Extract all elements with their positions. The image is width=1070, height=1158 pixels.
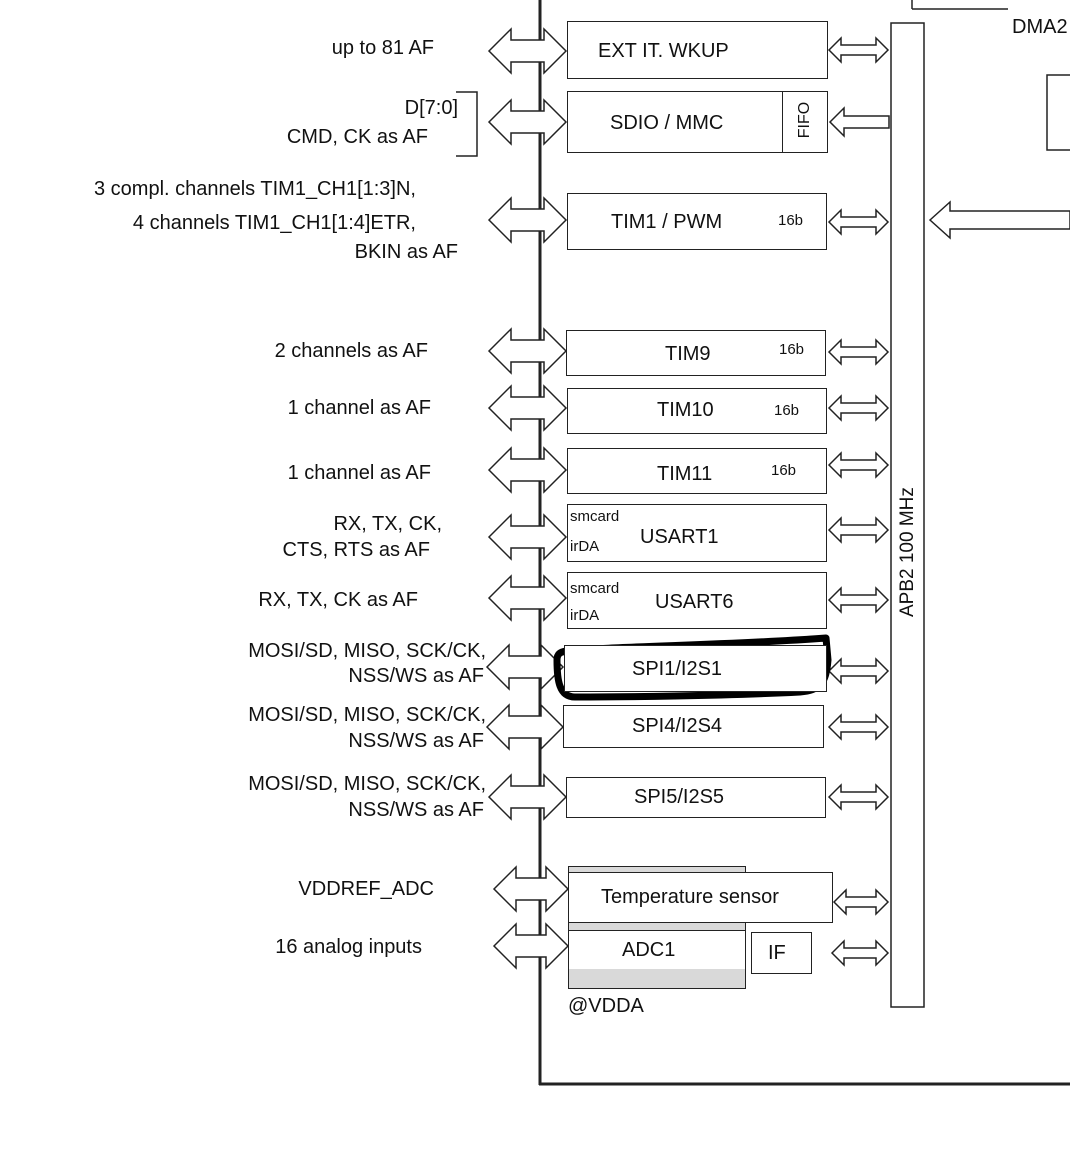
usart6-block: smcard irDA USART6 xyxy=(567,572,827,629)
pin-label-tim9: 2 channels as AF xyxy=(274,340,428,362)
spi4-i2s4-label: SPI4/I2S4 xyxy=(632,715,723,737)
spi4-pin-arrow xyxy=(485,703,565,751)
tim9-pin-arrow xyxy=(487,327,568,375)
spi1-bus-arrow xyxy=(827,657,890,685)
tim1-width-label: 16b xyxy=(778,212,804,229)
ext-it-wkup-block: EXT IT. WKUP xyxy=(567,21,828,79)
tim10-block: TIM10 16b xyxy=(567,388,827,434)
tim11-width-label: 16b xyxy=(771,462,797,479)
vdda-supply-label: @VDDA xyxy=(568,995,644,1017)
pin-label-usart1-line2: CTS, RTS as AF xyxy=(282,539,430,561)
pin-label-usart1-line1: RX, TX, CK, xyxy=(333,513,442,535)
spi1-pin-arrow xyxy=(485,643,565,691)
tim9-label: TIM9 xyxy=(665,343,711,365)
tim10-label: TIM10 xyxy=(657,399,714,421)
usart6-bus-arrow xyxy=(827,586,890,614)
pin-label-spi1-line1: MOSI/SD, MISO, SCK/CK, xyxy=(248,640,486,662)
pin-label-spi4-line1: MOSI/SD, MISO, SCK/CK, xyxy=(248,704,486,726)
sdio-mmc-block: SDIO / MMC FIFO xyxy=(567,90,828,153)
pin-label-tim11: 1 channel as AF xyxy=(287,462,431,484)
adc-shade-top xyxy=(568,923,746,931)
spi1-highlight-annotation xyxy=(553,634,832,701)
adc-shade-bottom xyxy=(568,969,746,989)
pin-label-ext-it: up to 81 AF xyxy=(331,37,434,59)
adc-interface-block: IF xyxy=(751,932,812,974)
spi4-bus-arrow xyxy=(827,713,890,741)
spi1-i2s1-block: SPI1/I2S1 xyxy=(564,645,827,692)
ext-it-wkup-label: EXT IT. WKUP xyxy=(598,40,729,62)
spi5-i2s5-label: SPI5/I2S5 xyxy=(634,786,725,808)
vddref-pin-arrow xyxy=(492,865,570,913)
sdio-fifo-bus-arrow xyxy=(828,106,890,138)
pin-label-vddref-adc: VDDREF_ADC xyxy=(298,878,434,900)
tim9-width-label: 16b xyxy=(779,341,805,358)
apb2-bus-bar xyxy=(890,22,925,1008)
tim1-pwm-label: TIM1 / PWM xyxy=(611,211,723,233)
temperature-sensor-block: Temperature sensor xyxy=(568,872,833,923)
spi1-i2s1-label: SPI1/I2S1 xyxy=(632,658,723,680)
tim1-pwm-block: TIM1 / PWM 16b xyxy=(567,193,827,250)
pin-label-usart6: RX, TX, CK as AF xyxy=(258,589,418,611)
usart6-pin-arrow xyxy=(487,574,568,622)
pin-label-sdio-data: D[7:0] xyxy=(404,97,458,119)
usart1-pin-arrow xyxy=(487,513,568,561)
fifo-label: FIFO xyxy=(796,101,813,138)
analog-inputs-pin-arrow xyxy=(492,922,570,970)
tim11-block: TIM11 16b xyxy=(567,448,827,494)
sdio-pin-bracket xyxy=(456,91,478,157)
pin-label-spi1-line2: NSS/WS as AF xyxy=(348,665,484,687)
temp-sensor-bus-arrow xyxy=(832,888,890,916)
pin-label-tim1-bkin: BKIN as AF xyxy=(354,241,458,263)
usart1-bus-arrow xyxy=(827,516,890,544)
usart1-smcard-label: smcard xyxy=(570,508,620,525)
usart6-label: USART6 xyxy=(655,591,734,613)
fifo-block: FIFO xyxy=(782,90,828,153)
pin-label-analog-inputs: 16 analog inputs xyxy=(275,936,422,958)
usart1-irda-label: irDA xyxy=(570,538,600,555)
usart1-label: USART1 xyxy=(640,526,719,548)
dma2-label: DMA2 xyxy=(1012,16,1068,38)
tim9-bus-arrow xyxy=(827,338,890,366)
spi5-pin-arrow xyxy=(487,773,568,821)
apb2-bus-label: APB2 100 MHz xyxy=(897,487,918,617)
pin-label-sdio-cmd: CMD, CK as AF xyxy=(286,126,428,148)
pin-label-spi4-line2: NSS/WS as AF xyxy=(348,730,484,752)
adc1-label: ADC1 xyxy=(622,939,676,961)
pin-label-tim10: 1 channel as AF xyxy=(287,397,431,419)
usart6-irda-label: irDA xyxy=(570,607,600,624)
tim11-pin-arrow xyxy=(487,446,568,494)
ext-it-bus-arrow xyxy=(827,36,890,64)
tim11-label: TIM11 xyxy=(657,463,713,485)
tim1-pin-arrow xyxy=(487,196,568,244)
sdio-mmc-label: SDIO / MMC xyxy=(610,112,724,134)
tim10-width-label: 16b xyxy=(774,402,800,419)
usart6-smcard-label: smcard xyxy=(570,580,620,597)
tim10-bus-arrow xyxy=(827,394,890,422)
adc1-block: ADC1 xyxy=(568,930,746,970)
ext-it-pin-arrow xyxy=(487,27,568,75)
tim10-pin-arrow xyxy=(487,384,568,432)
adc-bus-arrow xyxy=(830,939,890,967)
adc-interface-label: IF xyxy=(768,942,786,964)
spi4-i2s4-block: SPI4/I2S4 xyxy=(563,705,824,748)
pin-label-tim1-compl: 3 compl. channels TIM1_CH1[1:3]N, xyxy=(93,178,416,200)
sdio-pin-arrow xyxy=(487,98,568,146)
usart1-block: smcard irDA USART1 xyxy=(567,504,827,562)
tim9-block: TIM9 16b xyxy=(566,330,826,376)
pin-label-spi5-line2: NSS/WS as AF xyxy=(348,799,484,821)
temp-sensor-shadow xyxy=(568,866,746,874)
spi5-i2s5-block: SPI5/I2S5 xyxy=(566,777,826,818)
tim11-bus-arrow xyxy=(827,451,890,479)
dma-to-bus-arrow xyxy=(928,200,1070,240)
spi5-bus-arrow xyxy=(827,783,890,811)
tim1-bus-arrow xyxy=(827,208,890,236)
temperature-sensor-label: Temperature sensor xyxy=(601,886,779,908)
right-side-partial-box xyxy=(1046,74,1070,151)
pin-label-spi5-line1: MOSI/SD, MISO, SCK/CK, xyxy=(248,773,486,795)
pin-label-tim1-channels: 4 channels TIM1_CH1[1:4]ETR, xyxy=(132,212,416,234)
